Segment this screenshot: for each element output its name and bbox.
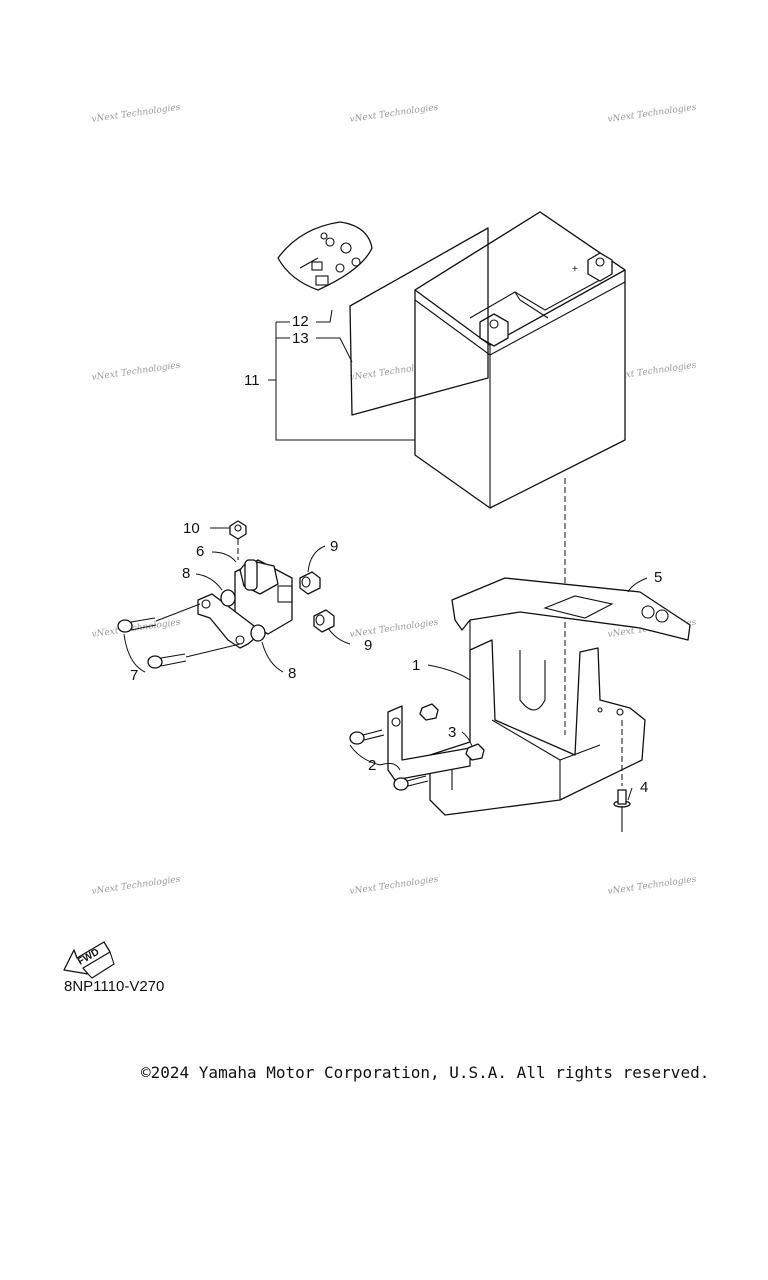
callout-9-upper: 9: [330, 538, 338, 555]
callout-8-upper: 8: [182, 565, 190, 582]
battery-box: [429, 639, 646, 816]
svg-text:vNext Technologies: vNext Technologies: [91, 875, 181, 897]
callout-3: 3: [448, 724, 456, 741]
relay-collar-upper: [299, 571, 321, 595]
svg-text:+: +: [572, 264, 578, 275]
callout-1: 1: [412, 657, 420, 674]
rivet: [613, 789, 631, 832]
watermark: vNext Technologies: [91, 103, 181, 125]
callout-7: 7: [130, 667, 138, 684]
svg-text:vNext Technologies: vNext Technologies: [607, 103, 697, 125]
watermark: vNext Technologies: [91, 361, 181, 383]
bolt-7-lower: [147, 643, 241, 669]
relay-nut: [229, 520, 247, 560]
grommet-upper: [220, 589, 236, 607]
callout-8-lower: 8: [288, 665, 296, 682]
watermark: vNext Technologies: [91, 875, 181, 897]
grommet-lower: [250, 624, 266, 642]
fwd-arrow-icon: FWD: [63, 941, 115, 979]
bolt-nut-bag: [277, 221, 373, 291]
callout-13: 13: [292, 330, 309, 347]
drawing-code: 8NP1110-V270: [64, 978, 165, 995]
leader-lines: [123, 527, 648, 801]
callout-4: 4: [640, 779, 648, 796]
callout-11: 11: [244, 372, 260, 389]
electrolyte-sheet: [349, 227, 489, 416]
collar: [419, 703, 485, 761]
svg-text:vNext Technologies: vNext Technologies: [349, 875, 439, 897]
callout-9-lower: 9: [364, 637, 372, 654]
relay-bracket: [197, 593, 263, 649]
svg-text:vNext Technologies: vNext Technologies: [349, 103, 439, 125]
relay-collar-lower: [313, 609, 335, 633]
copyright-notice: ©2024 Yamaha Motor Corporation, U.S.A. A…: [141, 1063, 710, 1082]
battery: +: [414, 211, 626, 509]
battery-terminal-positive: +: [572, 252, 613, 282]
callout-12: 12: [292, 313, 309, 330]
callout-2: 2: [368, 757, 376, 774]
svg-text:vNext Technologies: vNext Technologies: [349, 618, 439, 640]
callout-6: 6: [196, 543, 204, 560]
watermark: vNext Technologies: [607, 103, 697, 125]
watermark: vNext Technologies: [607, 875, 697, 897]
callout-5: 5: [654, 569, 662, 586]
watermark: vNext Technologies: [349, 875, 439, 897]
svg-text:vNext Technologies: vNext Technologies: [91, 361, 181, 383]
bolt-7-upper: [117, 603, 201, 633]
battery-terminal-negative: [479, 313, 509, 347]
watermark: vNext Technologies: [349, 103, 439, 125]
svg-text:vNext Technologies: vNext Technologies: [91, 103, 181, 125]
bolt-2-lower: [393, 775, 429, 791]
callouts: 1 2 3 4 5 6 7 8 8 9 9 10 11 12 13: [130, 313, 662, 796]
battery-band: [451, 577, 691, 660]
svg-text:vNext Technologies: vNext Technologies: [607, 875, 697, 897]
bolt-2-upper: [349, 729, 385, 745]
watermark: vNext Technologies: [349, 618, 439, 640]
callout-10: 10: [183, 520, 200, 537]
